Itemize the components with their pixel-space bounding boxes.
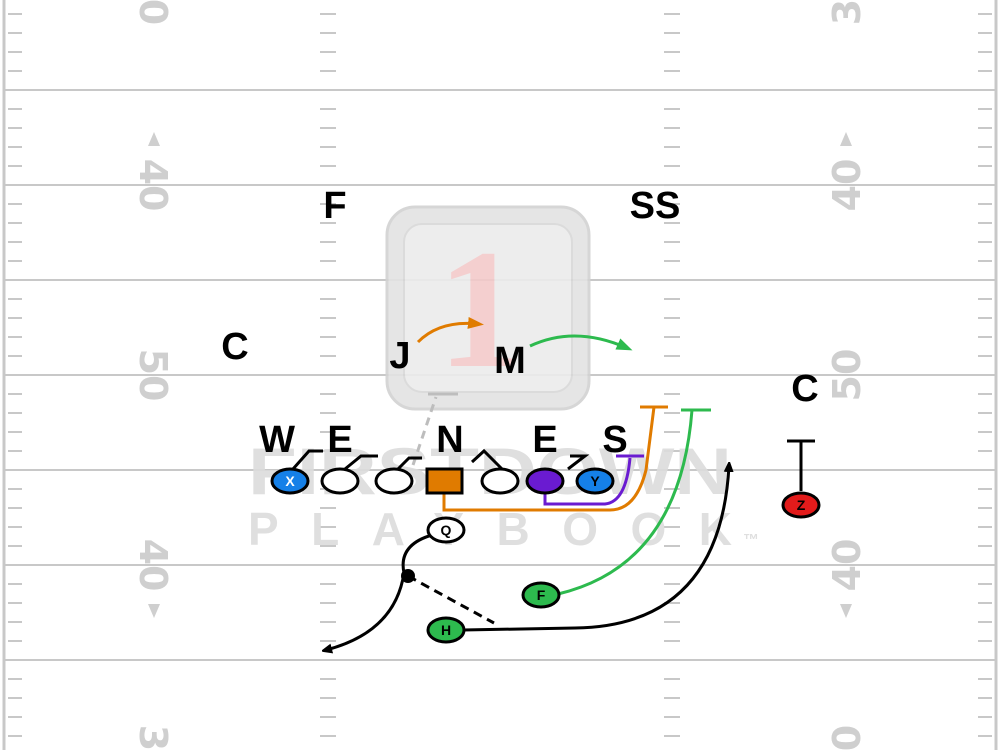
player-f-label: F xyxy=(537,587,546,603)
lineman-right-tackle[interactable] xyxy=(525,467,565,495)
center-square[interactable] xyxy=(425,467,464,495)
defender-j[interactable]: J xyxy=(389,335,410,377)
defender-n[interactable]: N xyxy=(436,419,463,461)
player-y[interactable]: Y xyxy=(575,467,615,495)
lineman-left-tackle[interactable] xyxy=(320,467,360,495)
yard-number: 40 xyxy=(131,539,175,592)
j-route xyxy=(416,316,484,344)
yard-number: 3 xyxy=(825,0,869,25)
player-h-label: H xyxy=(441,622,451,638)
defender-f[interactable]: F xyxy=(323,185,346,227)
m-route xyxy=(529,334,633,351)
yard-number: 40 xyxy=(825,159,869,212)
defender-e-left[interactable]: E xyxy=(327,419,352,461)
yard-number: 50 xyxy=(131,349,175,402)
offensive-players: X Y Z Q F H xyxy=(270,467,821,644)
player-x[interactable]: X xyxy=(270,467,310,495)
purple-route xyxy=(543,457,632,506)
player-z-label: Z xyxy=(797,497,806,513)
player-f[interactable]: F xyxy=(521,581,561,609)
routes xyxy=(326,316,815,650)
yard-number: 40 xyxy=(825,539,869,592)
q-h-dashed xyxy=(407,574,495,625)
defender-c-right[interactable]: C xyxy=(791,368,818,410)
defender-m[interactable]: M xyxy=(494,340,526,382)
yard-numbers-right: 3 40 50 40 0 xyxy=(825,0,869,750)
defender-w[interactable]: W xyxy=(259,419,295,461)
yard-numbers-left: 0 40 50 40 3 xyxy=(131,0,175,750)
player-q-label: Q xyxy=(441,522,452,538)
player-x-label: X xyxy=(285,473,295,489)
yard-number: 0 xyxy=(131,0,175,25)
q-route xyxy=(326,533,433,650)
yard-number: 0 xyxy=(825,725,869,750)
f-route xyxy=(557,409,694,596)
yard-number: 3 xyxy=(131,725,175,750)
hash-marks xyxy=(8,13,992,737)
defender-s[interactable]: S xyxy=(602,419,627,461)
player-q[interactable]: Q xyxy=(426,516,466,544)
center-route xyxy=(442,406,656,512)
yard-number: 50 xyxy=(825,349,869,402)
read-line xyxy=(411,396,438,466)
yard-number: 40 xyxy=(131,159,175,212)
lineman-right-guard[interactable] xyxy=(480,467,520,495)
defensive-players: F SS C C J M W E N E S xyxy=(221,185,818,461)
defender-c-left[interactable]: C xyxy=(221,326,248,368)
player-h[interactable]: H xyxy=(426,616,466,644)
watermark-logo-numeral: 1 xyxy=(438,215,523,403)
defender-e-right[interactable]: E xyxy=(532,419,557,461)
player-z[interactable]: Z xyxy=(781,491,821,519)
watermark-trademark: ™ xyxy=(743,532,759,549)
lineman-left-guard[interactable] xyxy=(374,467,414,495)
blocking-marks xyxy=(291,448,590,471)
defender-ss[interactable]: SS xyxy=(630,185,681,227)
player-y-label: Y xyxy=(590,473,600,489)
h-route xyxy=(462,466,729,632)
